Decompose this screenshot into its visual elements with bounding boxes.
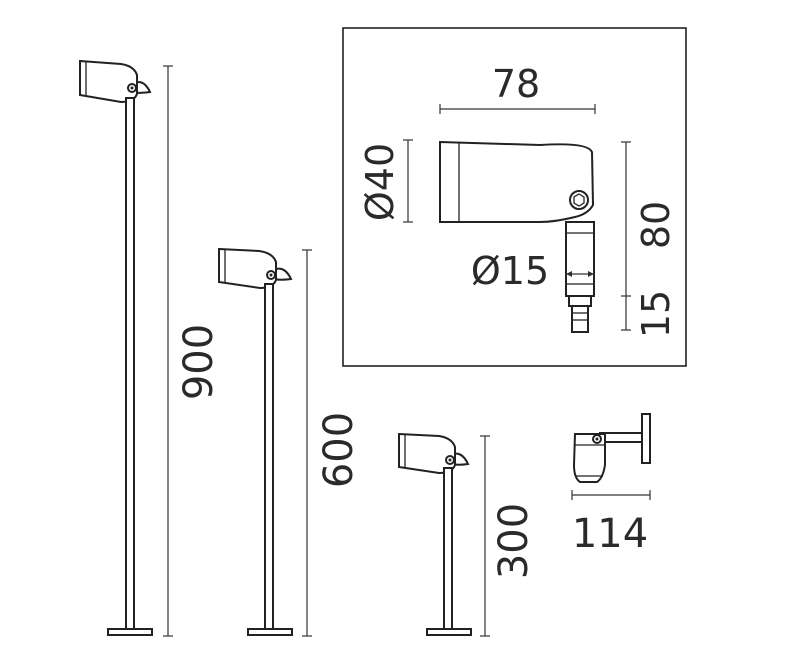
label-15: 15 [634,290,678,338]
dimension-line-600 [302,249,312,637]
spot-head [572,433,606,483]
dimension-line-diameter-15 [566,271,594,277]
wall-spotlight: 114 [571,413,651,557]
spotlight-900: 900 [79,59,222,637]
hex-screw [569,190,589,210]
spot-head [79,59,152,104]
spot-head [398,432,470,475]
label-diameter-40: Ø40 [358,143,402,221]
wall-arm [599,432,643,443]
label-80: 80 [634,201,678,249]
pole-base [247,628,293,636]
detail-view: 78 Ø40 Ø15 80 15 [342,27,687,367]
detail-stem [565,221,595,333]
detail-spot-head [439,140,595,223]
pole [264,283,274,631]
dimension-line-300 [480,435,490,637]
dimension-line-114 [571,490,651,500]
spotlight-600: 600 [218,247,362,637]
spotlight-300: 300 [398,432,537,637]
label-300: 300 [491,503,537,579]
wall-plate [641,413,651,464]
dimension-line-78 [439,104,596,114]
label-78: 78 [492,62,540,106]
label-114: 114 [572,511,648,557]
dimension-line-80-15 [621,141,631,331]
label-diameter-15: Ø15 [471,249,549,293]
pole [125,97,135,631]
label-600: 600 [316,412,362,488]
dimension-line-900 [163,65,173,637]
dimension-line-diameter-40 [403,139,413,223]
pole-base [426,628,472,636]
spot-head [218,247,293,290]
pole [443,467,453,631]
detail-frame [342,27,687,367]
label-900: 900 [176,324,222,400]
pole-base [107,628,153,636]
